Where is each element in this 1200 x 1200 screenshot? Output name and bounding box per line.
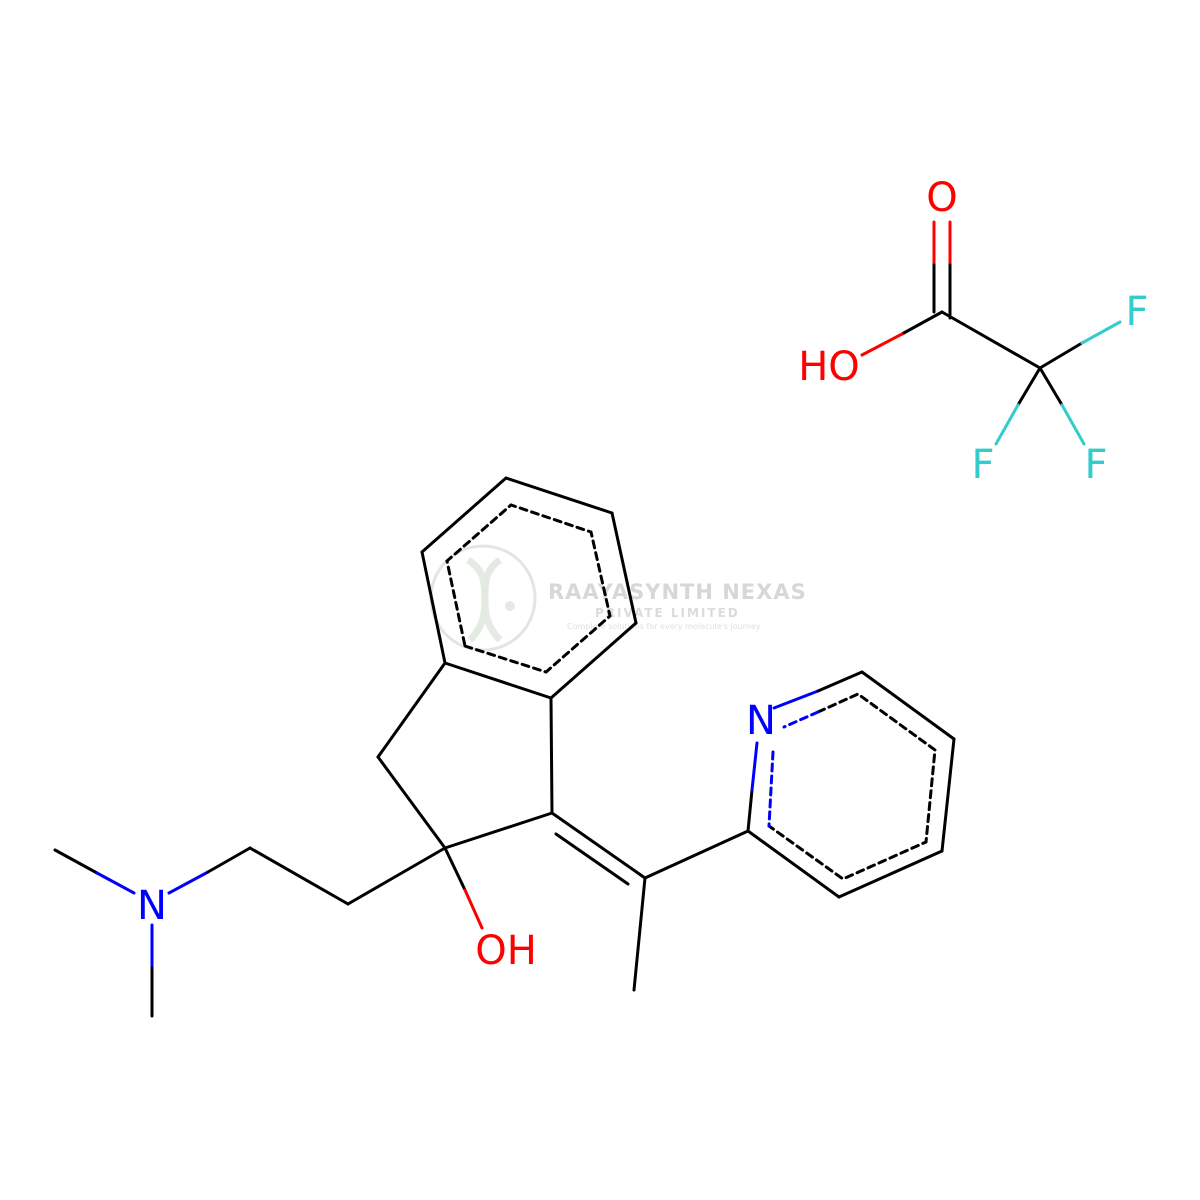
- bond-methyl-n-upper-n: [95, 871, 136, 895]
- watermark-tagline: Complete solutions for every molecule's …: [567, 622, 761, 631]
- dna-strand-right: [467, 557, 503, 643]
- bond-cf3-f2-f: [994, 403, 1020, 446]
- bond-pyr-c4-c3: [837, 849, 944, 899]
- bond-c1-c3: [443, 811, 554, 850]
- bond-benz-5: [420, 476, 508, 554]
- bonds: [53, 220, 1122, 1018]
- bond-pyr-n-c6-n: [772, 689, 820, 710]
- bond-pyr-c2-n: [750, 741, 759, 792]
- bond-n-ch2-n: [167, 870, 210, 895]
- bond-pyr-c5-c4: [940, 737, 956, 853]
- watermark-subtitle: PRIVATE LIMITED: [595, 606, 740, 620]
- atom-amine-n: N: [137, 883, 167, 929]
- bond-cf3-f3-f: [1060, 403, 1086, 446]
- bond-pyr-n-c6: [816, 670, 864, 693]
- watermark-title: RAAYASYNTH NEXAS: [548, 580, 807, 604]
- bond-cf3-f1-f: [1080, 320, 1122, 345]
- atom-fluorine-2: F: [971, 442, 994, 488]
- bond-c1-oh-o: [463, 888, 484, 930]
- bond-c-oh-acid-o: [860, 332, 904, 357]
- bond-benz-3: [610, 511, 638, 625]
- atom-fluorine-3: F: [1084, 442, 1107, 488]
- dna-node: [505, 601, 515, 611]
- bond-c-cf3: [940, 310, 1042, 370]
- atom-pyridine-n: N: [746, 698, 776, 744]
- bond-pyr-c6-c5: [860, 670, 956, 741]
- atom-acid-oh: HO: [798, 344, 860, 390]
- bond-vinyl-methyl: [632, 876, 647, 992]
- bond-c1-oh: [443, 846, 467, 892]
- bond-cf3-f1: [1038, 341, 1084, 370]
- bond-benz-2: [549, 621, 638, 700]
- bond-c3-vinyl: [550, 811, 647, 880]
- bond-c3-c3a: [549, 696, 554, 815]
- bond-ch2-ring-c7a: [376, 661, 447, 759]
- bond-cf3-f2: [1016, 366, 1042, 407]
- bond-c-oh-acid: [900, 310, 944, 336]
- bond-methyl-n-upper: [53, 848, 99, 875]
- bond-benz-aromatic: [445, 503, 612, 674]
- bond-benz-6: [420, 550, 447, 665]
- bond-pyr-aromatic-n-1: [782, 710, 820, 729]
- atom-carbonyl-o: O: [926, 175, 957, 221]
- bond-benz-1: [443, 661, 553, 700]
- bond-ch2-c1: [346, 846, 447, 906]
- bond-c1-ch2-ring: [376, 755, 447, 850]
- atom-labels: N OH N O HO F F F: [137, 175, 1148, 974]
- bond-pyr-aromatic-n-2: [767, 750, 775, 828]
- bond-ch2-ch2: [248, 846, 350, 906]
- bond-n-ch2: [206, 846, 252, 874]
- watermark: RAAYASYNTH NEXAS PRIVATE LIMITED Complet…: [429, 544, 807, 652]
- bond-c3-vinyl-double: [554, 832, 630, 886]
- atom-hydroxyl: OH: [475, 928, 537, 974]
- bond-vinyl-pyridyl: [643, 829, 750, 880]
- bond-cf3-f3: [1038, 366, 1064, 407]
- atom-fluorine-1: F: [1125, 289, 1148, 335]
- bond-pyr-c2-n-c: [746, 788, 754, 833]
- bond-benz-4: [504, 476, 614, 515]
- bond-pyr-c3-c2: [746, 829, 841, 899]
- bond-pyr-aromatic: [767, 692, 937, 881]
